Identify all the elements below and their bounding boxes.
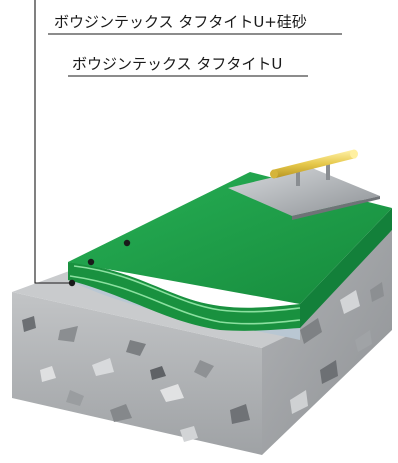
leader-line-base: [34, 0, 71, 284]
trowel-icon: [228, 149, 380, 220]
label-middle-layer: ボウジンテックス タフタイトU: [72, 55, 282, 73]
label-top-layer: ボウジンテックス タフタイトU+硅砂: [54, 13, 307, 31]
layer-line-lower: [69, 275, 301, 325]
concrete-aggregate: [22, 282, 384, 442]
leader-dot-middle-layer: [123, 239, 131, 247]
coating-front-edge: [68, 262, 300, 331]
leader-dot-top-layer: [87, 258, 95, 266]
leader-dot-base: [68, 279, 76, 287]
layer-line-upper: [73, 265, 301, 313]
coating-side-edge: [300, 208, 392, 328]
